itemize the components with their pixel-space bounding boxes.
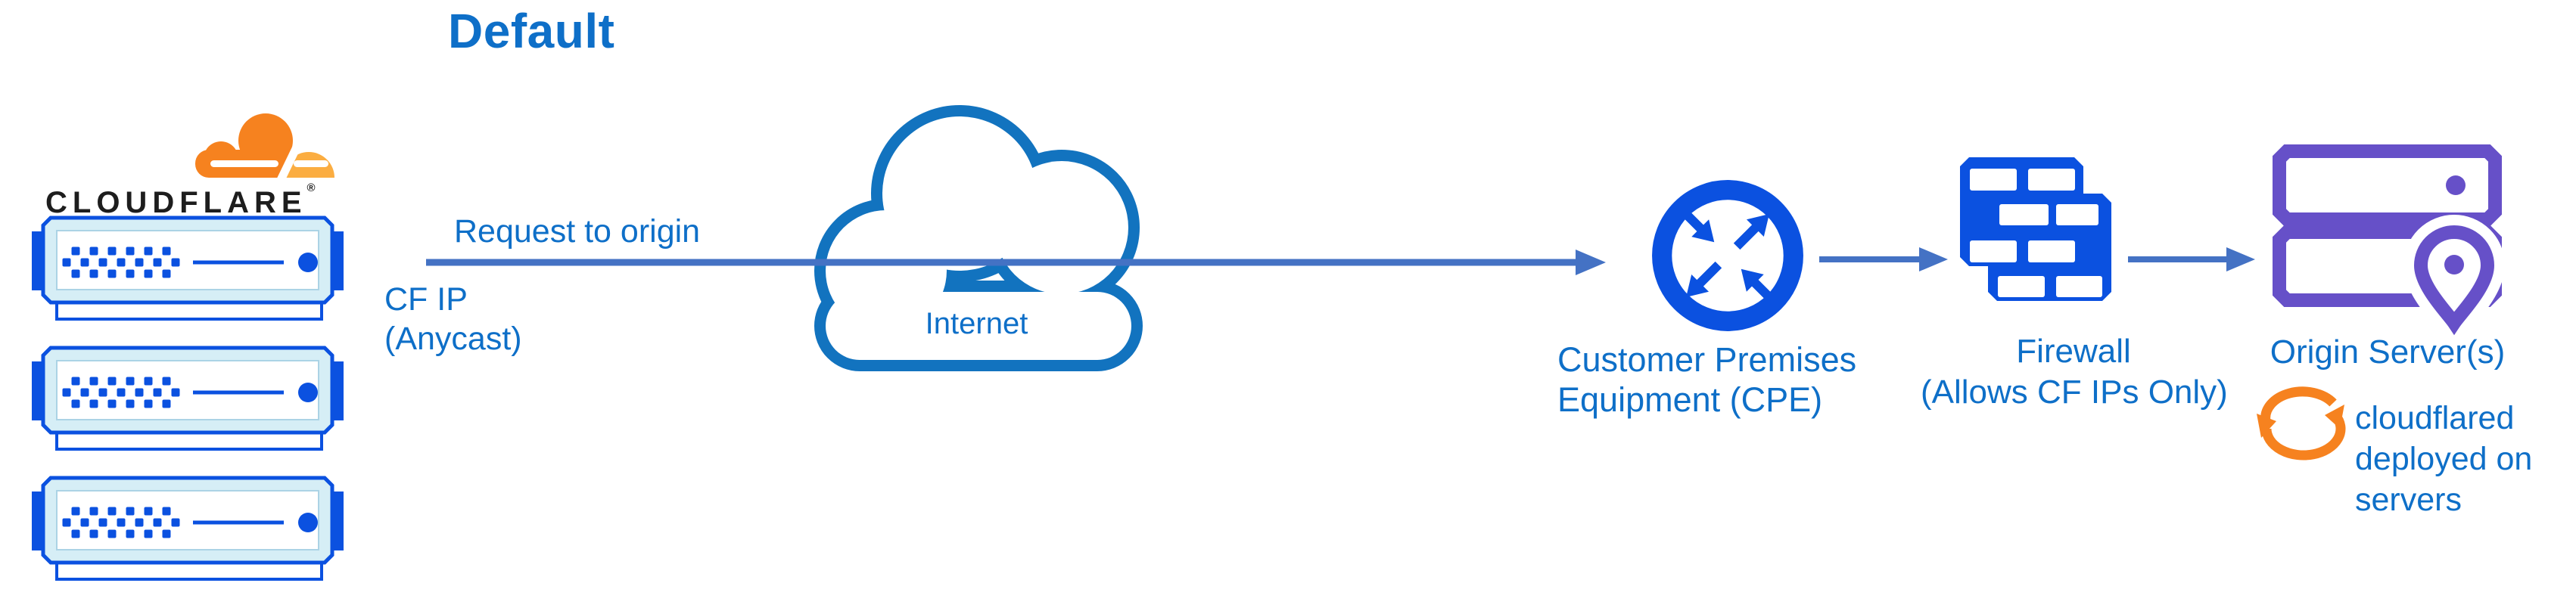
cf-ip-line2: (Anycast) [384, 321, 522, 357]
cf-ip-label: CF IP (Anycast) [384, 280, 522, 358]
edge-server-icon-1 [32, 216, 344, 325]
cpe-label-line1: Customer Premises [1557, 340, 1857, 379]
edge-server-icon-3 [32, 476, 344, 585]
origin-server-label: Origin Server(s) [2270, 333, 2506, 371]
firewall-to-origin-arrow [2128, 247, 2255, 271]
cloudflare-logo [188, 109, 335, 184]
cpe-icon [1648, 176, 1807, 335]
origin-server-icon [2273, 144, 2506, 355]
registered-trademark: ® [306, 181, 316, 194]
cloudflared-line2: deployed on [2355, 441, 2533, 477]
firewall-icon [1958, 157, 2113, 302]
cloudflare-wordmark: CLOUDFLARE® [45, 181, 316, 220]
cpe-label-line2: Equipment (CPE) [1557, 380, 1823, 419]
request-arrow [426, 250, 1606, 275]
cloudflare-logo-icon [195, 113, 334, 184]
cloudflared-line3: servers [2355, 482, 2462, 518]
cpe-to-firewall-arrow [1819, 247, 1948, 271]
firewall-label-line1: Firewall [2016, 333, 2131, 370]
request-to-origin-label: Request to origin [454, 213, 701, 250]
internet-label: Internet [925, 307, 1028, 340]
cloudflared-sync-icon [2255, 382, 2354, 460]
cf-ip-line1: CF IP [384, 281, 468, 318]
firewall-label: Firewall (Allows CF IPs Only) [1921, 331, 2228, 413]
cpe-label: Customer Premises Equipment (CPE) [1557, 340, 1856, 420]
edge-server-icon-2 [32, 346, 344, 455]
cloudflared-label: cloudflared deployed on servers [2355, 398, 2532, 520]
page-title: Default [448, 4, 615, 58]
firewall-label-line2: (Allows CF IPs Only) [1921, 374, 2228, 411]
cloudflared-line1: cloudflared [2355, 400, 2515, 436]
cloudflare-wordmark-text: CLOUDFLARE [45, 186, 307, 219]
